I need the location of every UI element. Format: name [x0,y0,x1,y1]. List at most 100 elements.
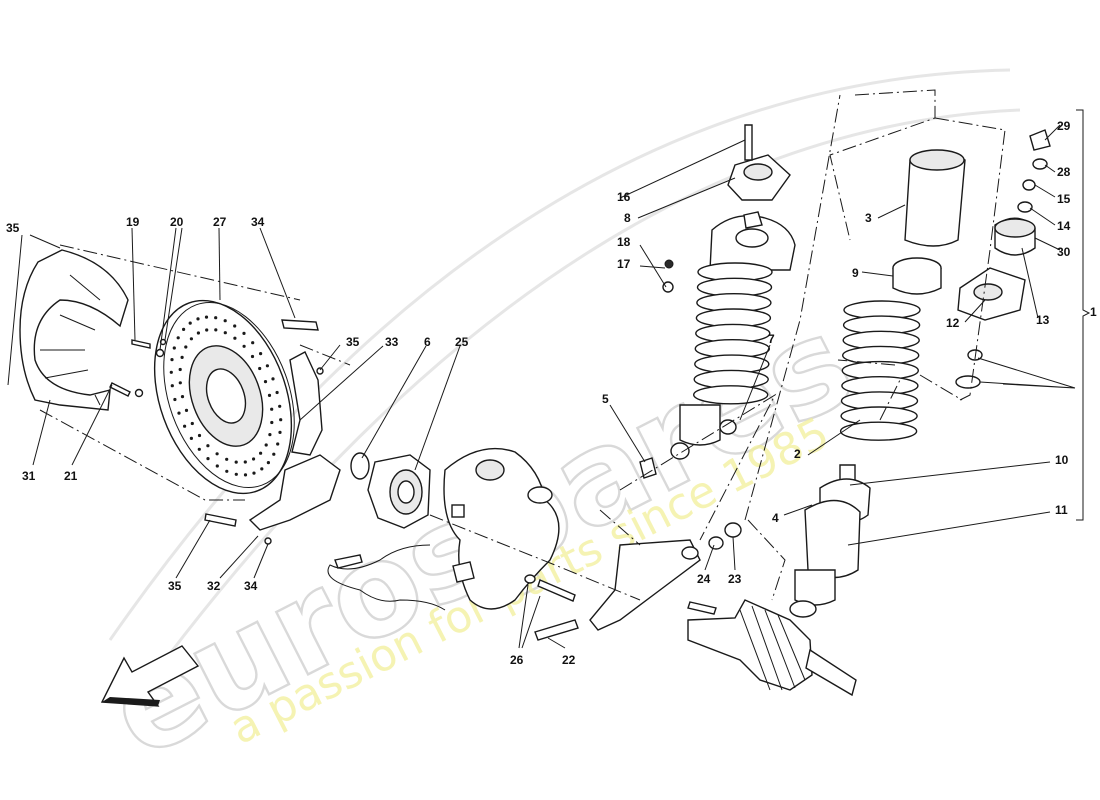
callout-1: 1 [1090,305,1097,319]
disc-drill-hole [223,319,227,323]
callout-30: 30 [1057,245,1071,259]
callout-17: 17 [617,257,631,271]
brake-disc [153,299,295,495]
callout-3: 3 [865,211,872,225]
disc-drill-hole [270,420,274,425]
callout-5: 5 [602,392,609,406]
disc-drill-hole [215,464,219,468]
disc-drill-hole [173,397,177,402]
callout-15: 15 [1057,192,1071,206]
disc-drill-hole [178,381,182,385]
callout-27: 27 [213,215,227,229]
disc-drill-hole [272,452,276,456]
disc-drill-hole [177,411,181,415]
disc-drill-hole [243,473,248,477]
callout-35b: 35 [346,335,360,349]
spring-damper-assembly [639,124,796,479]
brake-dust-shield [19,249,129,411]
callout-22: 22 [562,653,576,667]
disc-drill-hole [270,407,274,411]
disc-drill-hole [170,358,174,362]
callout-9: 9 [852,266,859,280]
disc-drill-hole [190,421,194,426]
disc-drill-hole [225,469,229,473]
disc-drill-hole [265,364,269,368]
callout-20: 20 [170,215,184,229]
callout-35a: 35 [6,221,20,235]
disc-drill-hole [233,336,237,340]
callout-labels: 35 19 20 27 34 35 33 6 25 31 21 35 32 34… [6,119,1097,667]
callout-21: 21 [64,469,78,483]
callout-18: 18 [617,235,631,249]
disc-drill-hole [243,460,247,464]
disc-drill-hole [180,395,185,399]
callout-32: 32 [207,579,221,593]
disc-drill-hole [258,366,262,371]
callout-31: 31 [22,469,36,483]
disc-drill-hole [189,436,193,440]
callout-19: 19 [126,215,140,229]
callout-23: 23 [728,572,742,586]
callout-34b: 35 [168,579,182,593]
disc-drill-hole [234,472,238,476]
lower-shock-bracket [524,522,742,641]
callout-35c: 34 [244,579,258,593]
spring-coil [693,385,769,405]
callout-13: 13 [1036,313,1050,327]
disc-drill-hole [206,457,210,461]
callout-33: 33 [385,335,399,349]
front-direction-arrow-icon [100,645,200,707]
assembly-axis-lines [39,89,1006,601]
disc-drill-hole [184,408,189,412]
disc-drill-hole [169,370,173,374]
callout-34a: 34 [251,215,265,229]
disc-drill-hole [170,384,174,388]
callout-12: 12 [946,316,960,330]
disc-drill-hole [276,442,280,446]
callout-8: 8 [624,211,631,225]
spring-coil [839,421,918,441]
disc-drill-hole [252,457,256,461]
disc-drill-hole [214,316,218,320]
callout-28: 28 [1057,165,1071,179]
disc-drill-hole [223,331,227,335]
disc-drill-hole [266,461,270,465]
callout-2: 2 [794,447,801,461]
disc-drill-hole [250,354,255,359]
disc-drill-hole [242,344,246,348]
disc-drill-hole [259,451,263,455]
caliper-bracket [204,319,341,545]
callout-26: 26 [510,653,524,667]
callout-16: 16 [617,190,631,204]
drive-shaft [687,599,857,697]
disc-drill-hole [259,352,263,356]
callout-7: 7 [768,332,775,346]
disc-drill-hole [263,380,268,384]
disc-drill-hole [271,377,275,381]
disc-drill-hole [278,430,282,434]
disc-drill-hole [242,331,246,335]
callout-10: 10 [1055,453,1069,467]
callout-14: 14 [1057,219,1071,233]
disc-drill-hole [260,467,264,471]
disc-drill-hole [267,393,272,397]
callout-11: 11 [1055,503,1068,517]
disc-drill-hole [182,327,186,331]
disc-drill-hole [214,328,218,332]
disc-drill-hole [178,367,182,372]
disc-drill-hole [233,324,237,328]
disc-drill-hole [279,418,283,422]
disc-drill-hole [268,433,272,437]
disc-drill-hole [205,328,209,332]
disc-drill-hole [197,447,201,451]
disc-drill-hole [251,341,255,345]
disc-drill-hole [196,331,200,335]
disc-drill-hole [252,471,256,475]
disc-drill-hole [204,315,209,319]
disc-drill-hole [172,346,176,350]
disc-drill-hole [215,452,219,456]
callout-6: 6 [424,335,431,349]
wheel-hub [350,452,431,529]
disc-drill-hole [264,443,268,447]
